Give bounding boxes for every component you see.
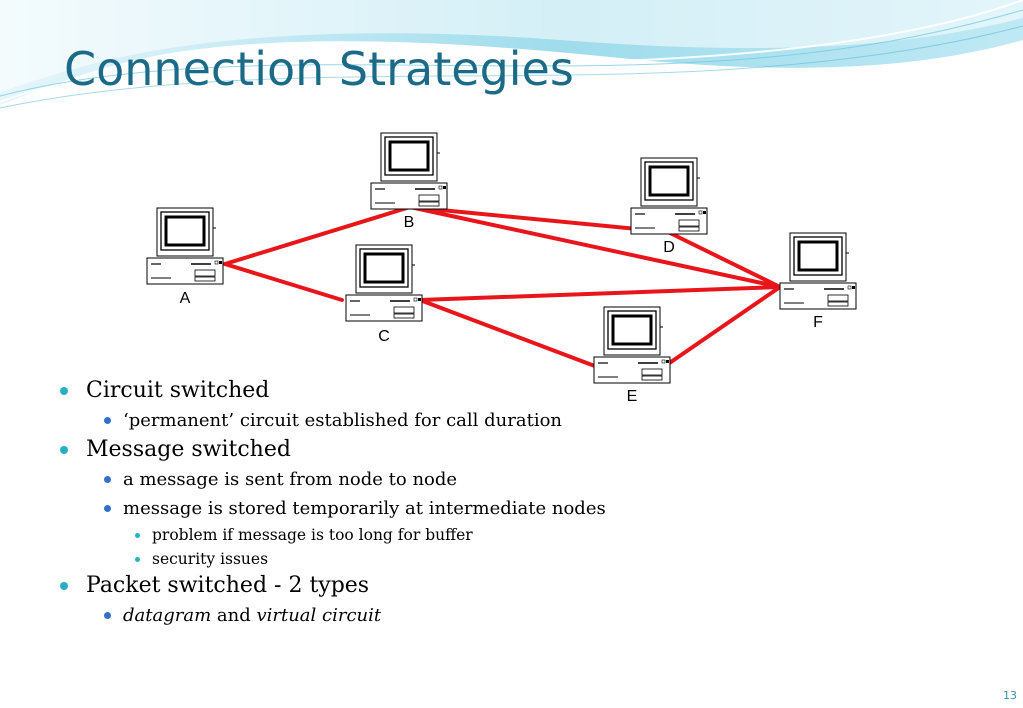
bullet-item: datagram and virtual circuit — [58, 601, 778, 630]
node-D: D — [629, 156, 709, 256]
bullet-text: Packet switched - 2 types — [86, 573, 370, 598]
bullet-text: problem if message is too long for buffe… — [152, 526, 473, 544]
bullet-text: security issues — [152, 550, 269, 568]
link-A-B — [223, 205, 412, 266]
node-label-B: B — [404, 214, 415, 231]
node-A: A — [145, 206, 225, 307]
computer-icon — [344, 243, 424, 323]
bullet-item: problem if message is too long for buffe… — [58, 523, 778, 547]
node-label-C: C — [378, 328, 390, 345]
bullet-text: Message switched — [86, 437, 291, 462]
links — [223, 205, 782, 370]
bullet-list: Circuit switched ‘permanent’ circuit est… — [58, 376, 778, 630]
bullet-item: Packet switched - 2 types — [58, 571, 778, 601]
node-C: C — [344, 243, 424, 345]
bullet-dot — [60, 387, 68, 395]
node-label-F: F — [813, 314, 823, 331]
link-B-F — [408, 205, 782, 289]
computer-icon — [369, 131, 449, 211]
node-E: E — [592, 305, 672, 405]
bullet-dot — [104, 417, 111, 424]
bullet-item: message is stored temporarily at interme… — [58, 494, 778, 523]
bullet-text: ‘permanent’ circuit established for call… — [123, 410, 563, 431]
link-C-F — [418, 285, 782, 302]
computer-icon — [778, 231, 858, 311]
bullet-item: security issues — [58, 547, 778, 571]
bullet-dot — [104, 476, 111, 483]
bullet-dot — [60, 582, 68, 590]
computer-icon — [145, 206, 225, 286]
bullet-text: datagram and virtual circuit — [123, 605, 381, 626]
bullet-text: a message is sent from node to node — [123, 469, 458, 490]
bullet-dot — [135, 557, 140, 562]
link-A-C — [223, 262, 344, 302]
node-F: F — [778, 231, 858, 331]
link-B-D — [408, 205, 670, 234]
header-wave-decoration — [0, 0, 1023, 109]
link-E-F — [666, 285, 782, 366]
computer-icon — [629, 156, 709, 236]
slide-number: 13 — [1003, 689, 1017, 702]
bullet-item: Message switched — [58, 435, 778, 465]
node-label-A: A — [180, 290, 191, 307]
node-B: B — [369, 131, 449, 231]
bullet-dot — [104, 505, 111, 512]
connector-text: and — [211, 605, 257, 626]
virtual-circuit-term: virtual circuit — [256, 605, 382, 626]
node-label-D: D — [663, 239, 675, 256]
bullet-dot — [104, 612, 111, 619]
bullet-item: Circuit switched — [58, 376, 778, 406]
bullet-text: Circuit switched — [86, 378, 270, 403]
link-D-F — [666, 230, 782, 289]
computer-icon — [592, 305, 672, 385]
slide-title: Connection Strategies — [64, 42, 574, 96]
node-label-E: E — [627, 388, 638, 405]
bullet-item: a message is sent from node to node — [58, 465, 778, 494]
bullet-dot — [60, 446, 68, 454]
bullet-text: message is stored temporarily at interme… — [123, 498, 606, 519]
datagram-term: datagram — [123, 605, 212, 626]
bullet-dot — [135, 533, 140, 538]
bullet-item: ‘permanent’ circuit established for call… — [58, 406, 778, 435]
link-C-E — [418, 298, 602, 370]
